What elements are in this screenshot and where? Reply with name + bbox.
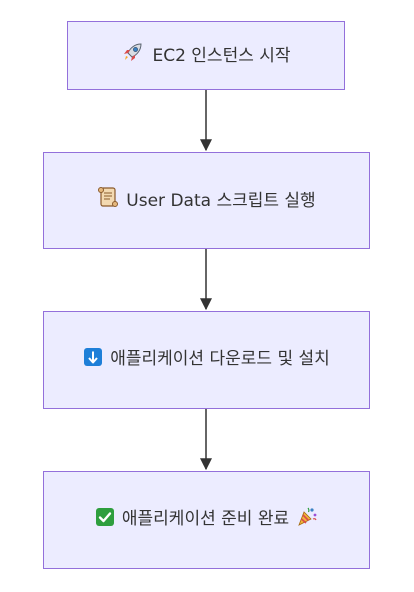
- rocket-icon: [121, 40, 145, 72]
- party-popper-icon: [296, 505, 318, 535]
- node-label: 애플리케이션 준비 완료: [121, 509, 290, 529]
- flow-node-app-ready: 애플리케이션 준비 완료: [43, 471, 370, 569]
- node-content: User Data 스크립트 실행: [97, 185, 316, 217]
- node-content: 애플리케이션 준비 완료: [95, 505, 318, 535]
- flow-node-ec2-start: EC2 인스턴스 시작: [67, 21, 345, 90]
- node-label: User Data 스크립트 실행: [126, 190, 316, 211]
- flow-node-user-data: User Data 스크립트 실행: [43, 152, 370, 249]
- check-icon: [95, 507, 115, 535]
- flow-node-app-install: 애플리케이션 다운로드 및 설치: [43, 311, 370, 409]
- scroll-icon: [97, 185, 119, 217]
- node-content: EC2 인스턴스 시작: [121, 40, 291, 72]
- down-arrow-icon: [83, 347, 103, 375]
- node-label: 애플리케이션 다운로드 및 설치: [110, 348, 330, 369]
- node-content: 애플리케이션 다운로드 및 설치: [83, 346, 330, 375]
- node-label: EC2 인스턴스 시작: [152, 45, 291, 66]
